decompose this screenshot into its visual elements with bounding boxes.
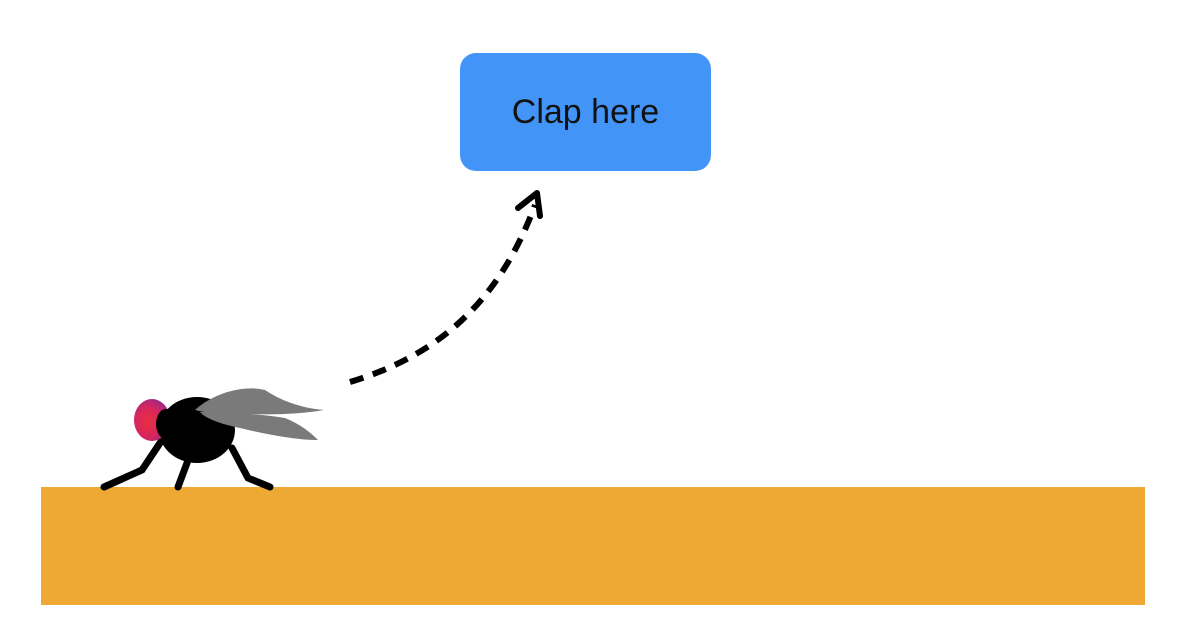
fly-icon — [100, 388, 324, 491]
fly-wing-upper — [195, 388, 324, 415]
arrow-path — [349, 203, 538, 385]
ground-surface — [41, 487, 1145, 605]
fly-head — [156, 409, 176, 439]
clap-here-button[interactable]: Clap here — [460, 53, 711, 171]
fly-wing-lower — [200, 412, 318, 440]
clap-here-label: Clap here — [511, 92, 660, 131]
fly-eye — [134, 399, 170, 441]
fly-body — [159, 397, 235, 463]
dashed-curved-arrow-icon — [349, 190, 543, 385]
fly-legs — [100, 436, 274, 491]
arrow-head — [515, 190, 543, 219]
